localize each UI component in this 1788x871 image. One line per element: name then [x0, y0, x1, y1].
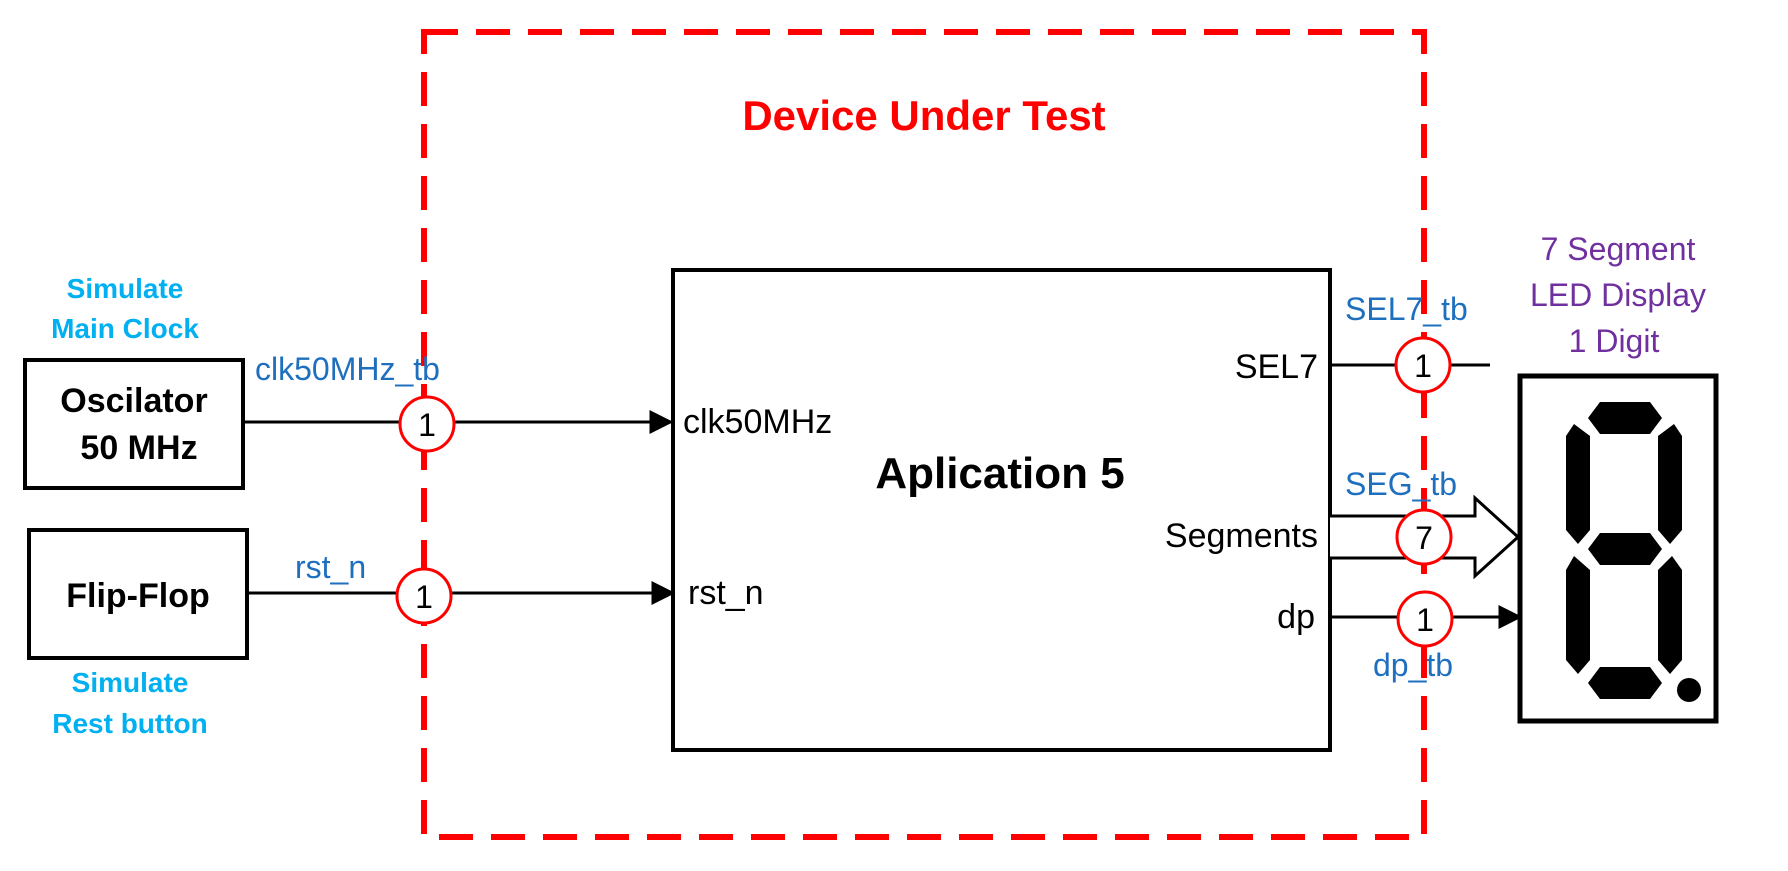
display-label-1: 7 Segment [1541, 231, 1696, 267]
seg-width-value: 7 [1415, 520, 1433, 556]
segment-a [1588, 402, 1662, 434]
segment-g [1588, 533, 1662, 565]
dut-boundary [421, 29, 1427, 840]
flipflop-note-2: Rest button [52, 708, 208, 739]
port-dp-label: dp [1277, 598, 1315, 636]
rst-width-circle [395, 567, 453, 625]
dp-width-value: 1 [1416, 602, 1434, 638]
seg-width-circle [1395, 508, 1453, 566]
flipflop-block [27, 528, 249, 660]
sel-tb-label: SEL7_tb [1345, 291, 1468, 327]
dp-width-circle [1396, 590, 1454, 648]
segment-b [1658, 424, 1682, 544]
seven-segment-digit-icon [1517, 373, 1719, 724]
segment-dp [1677, 678, 1701, 702]
sel-width-value: 1 [1414, 348, 1432, 384]
rst-width-value: 1 [415, 579, 433, 615]
application-block [671, 268, 1332, 752]
segment-e [1566, 556, 1590, 674]
seg-tb-label: SEG_tb [1345, 466, 1457, 502]
clk-width-value: 1 [418, 407, 436, 443]
dut-title: Device Under Test [742, 92, 1105, 139]
dp-tb-label: dp_tb [1373, 647, 1453, 683]
clk-width-circle [398, 395, 456, 453]
port-sel-label: SEL7 [1235, 348, 1318, 386]
rst-label: rst_n [295, 549, 366, 585]
flipflop-label: Flip-Flop [66, 577, 210, 615]
display-label-3: 1 Digit [1569, 323, 1660, 359]
oscillator-block [23, 358, 245, 490]
flipflop-note-1: Simulate [72, 667, 189, 698]
segment-c [1658, 556, 1682, 674]
segment-f [1566, 424, 1590, 544]
oscillator-label-1: Oscilator [60, 382, 207, 420]
port-rst-label: rst_n [688, 574, 764, 612]
display-label-2: LED Display [1530, 277, 1706, 313]
port-clk-label: clk50MHz [683, 403, 832, 441]
clk-tb-label: clk50MHz_tb [255, 351, 440, 387]
segment-d [1588, 667, 1662, 699]
application-title: Aplication 5 [875, 449, 1124, 498]
oscillator-label-2: 50 MHz [80, 429, 197, 467]
oscillator-note-1: Simulate [67, 273, 184, 304]
oscillator-note-2: Main Clock [51, 313, 199, 344]
port-segments-label: Segments [1165, 517, 1318, 555]
sel-width-circle [1394, 336, 1452, 394]
